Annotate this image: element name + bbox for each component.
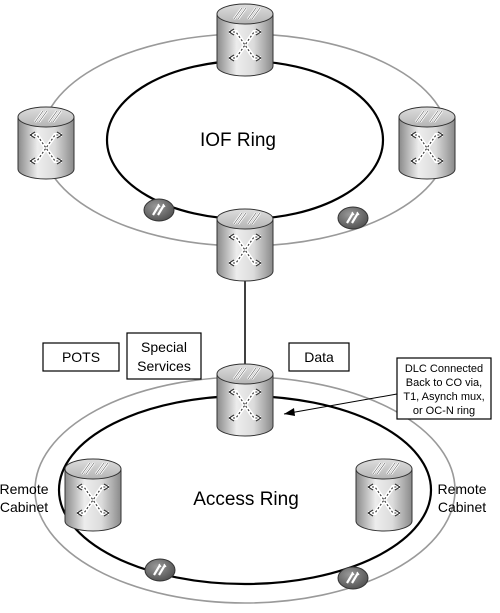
iof-ring-title: IOF Ring	[200, 130, 276, 151]
pots-box: POTS	[42, 342, 120, 372]
pots-label: POTS	[62, 349, 100, 365]
iof-right-direction-icon	[336, 205, 370, 231]
data-box: Data	[288, 342, 350, 372]
dlc-callout-line2: Back to CO via,	[406, 377, 482, 389]
dlc-callout: DLC Connected Back to CO via, T1, Asynch…	[283, 357, 492, 420]
left-cabinet-label-line2: Cabinet	[0, 499, 48, 515]
right-cabinet-router-icon	[354, 457, 414, 533]
access-left-direction-icon	[143, 557, 177, 583]
dlc-callout-line4: or OC-N ring	[413, 405, 475, 417]
right-cabinet-label-line2: Cabinet	[438, 499, 486, 515]
iof-right-router-icon	[397, 105, 457, 181]
iof-bottom-router-icon	[215, 207, 275, 283]
left-cabinet-router-icon	[63, 457, 123, 533]
right-cabinet-label-line1: Remote	[437, 481, 486, 497]
access-right-direction-icon	[336, 565, 370, 591]
special-services-box: Special Services	[126, 332, 202, 380]
iof-left-router-icon	[16, 105, 76, 181]
special-services-label-line1: Special	[141, 339, 187, 355]
dlc-router-icon	[215, 362, 275, 438]
iof-top-router-icon	[215, 2, 275, 78]
dlc-callout-line3: T1, Asynch mux,	[403, 391, 484, 403]
dlc-callout-box	[396, 357, 492, 420]
data-label: Data	[304, 349, 334, 365]
dlc-callout-line1: DLC Connected	[405, 363, 483, 375]
access-ring-title: Access Ring	[193, 489, 299, 510]
dlc-callout-pointer	[283, 393, 398, 415]
iof-left-direction-icon	[142, 197, 176, 223]
special-services-label-line2: Services	[137, 358, 191, 374]
dlc-callout-arrowhead-icon	[284, 408, 295, 416]
left-cabinet-label-line1: Remote	[0, 481, 49, 497]
